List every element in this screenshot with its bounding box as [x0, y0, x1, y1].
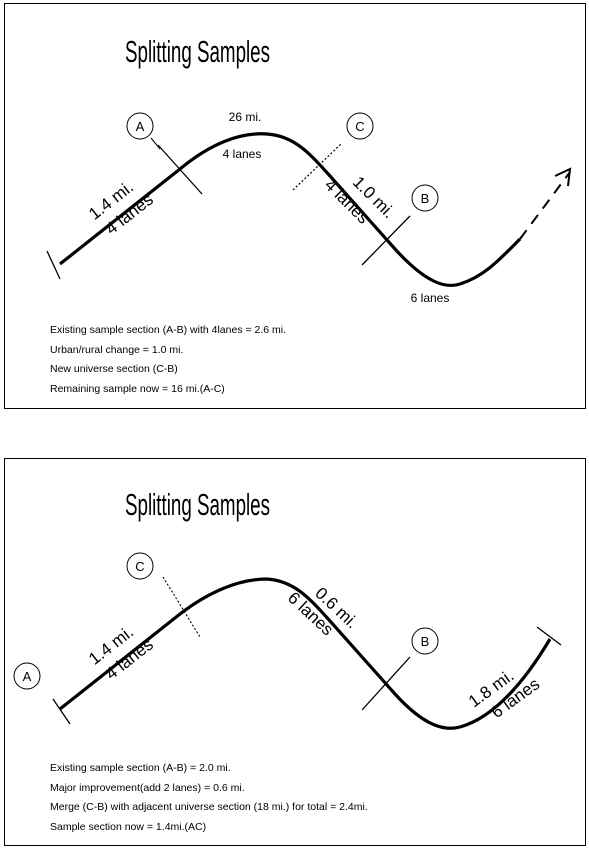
section-end-tick	[536, 626, 562, 646]
marker-a-tick	[157, 144, 203, 195]
marker-c-label: C	[355, 119, 364, 134]
marker-a-circle	[126, 112, 154, 140]
marker-a-label: A	[23, 669, 32, 684]
panel-title: Splitting Samples	[125, 34, 270, 69]
note-line: Merge (C-B) with adjacent universe secti…	[50, 801, 368, 813]
road-line	[59, 577, 552, 730]
section-start-tick	[46, 250, 61, 280]
marker-a-circle	[13, 662, 41, 690]
marker-b-label: B	[421, 634, 430, 649]
road-diagram-top: Splitting Samples A C B 1.4 mi. 4 lanes …	[46, 34, 572, 395]
top-segment-length: 26 mi.	[229, 110, 262, 124]
marker-b-circle	[411, 184, 439, 212]
road-diagram-bottom: Splitting Samples A C B 1.4 mi. 4 lanes …	[13, 487, 562, 833]
note-line: New universe section (C-B)	[50, 363, 178, 375]
marker-a-label: A	[136, 119, 145, 134]
marker-c-tick	[292, 143, 342, 191]
panel-title: Splitting Samples	[125, 487, 270, 522]
marker-c-circle	[346, 112, 374, 140]
marker-a-leader	[150, 137, 161, 150]
marker-c-tick	[162, 576, 201, 638]
arrow-head-icon	[554, 167, 572, 187]
marker-a-tick	[52, 698, 71, 725]
marker-b-tick	[361, 656, 411, 711]
top-segment-lanes: 4 lanes	[223, 147, 262, 161]
note-line: Major improvement(add 2 lanes) = 0.6 mi.	[50, 782, 245, 794]
marker-b-circle	[411, 627, 439, 655]
marker-b-label: B	[421, 191, 430, 206]
note-line: Urban/rural change = 1.0 mi.	[50, 344, 183, 356]
bottom-segment-lanes: 6 lanes	[411, 291, 450, 305]
road-continuation-arrow	[519, 171, 571, 240]
diagram-panel-bottom: Splitting Samples A C B 1.4 mi. 4 lanes …	[4, 458, 586, 846]
note-line: Existing sample section (A-B) = 2.0 mi.	[50, 762, 231, 774]
diagram-panel-top: Splitting Samples A C B 1.4 mi. 4 lanes …	[4, 3, 586, 409]
road-line	[59, 132, 522, 288]
note-line: Sample section now = 1.4mi.(AC)	[50, 821, 206, 833]
marker-b-tick	[361, 215, 411, 266]
note-line: Remaining sample now = 16 mi.(A-C)	[50, 383, 225, 395]
marker-c-circle	[126, 552, 154, 580]
note-line: Existing sample section (A-B) with 4lane…	[50, 324, 286, 336]
marker-c-label: C	[135, 559, 144, 574]
